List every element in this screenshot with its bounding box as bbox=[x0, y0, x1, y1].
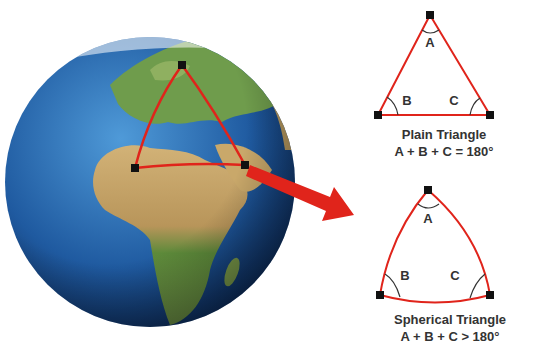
triangle-outline bbox=[378, 15, 490, 115]
angle-sum: A + B + C > 180° bbox=[400, 329, 499, 344]
angle-label: B bbox=[402, 93, 411, 108]
angle-label: C bbox=[450, 268, 459, 283]
spherical-triangle bbox=[376, 186, 494, 303]
vertex-marker bbox=[241, 161, 249, 169]
vertex-marker bbox=[486, 291, 494, 299]
angle-arc bbox=[470, 274, 485, 298]
spherical-triangle-on-globe bbox=[135, 65, 245, 168]
angle-arc bbox=[385, 274, 400, 297]
globe-triangle bbox=[131, 61, 249, 172]
angle-arc bbox=[470, 98, 480, 115]
plane-triangle bbox=[374, 11, 494, 119]
vertex-marker bbox=[426, 11, 434, 19]
globe bbox=[5, 34, 300, 327]
angle-arc bbox=[387, 97, 398, 115]
ocean bbox=[5, 37, 295, 327]
vertex-marker bbox=[131, 164, 139, 172]
vertex-marker bbox=[178, 61, 186, 69]
angle-label: A bbox=[425, 35, 434, 50]
angle-arc bbox=[418, 204, 439, 208]
angle-arc bbox=[422, 30, 439, 33]
triangle-outline bbox=[380, 190, 490, 303]
angle-sum: A + B + C = 180° bbox=[394, 144, 493, 159]
vertex-marker bbox=[374, 111, 382, 119]
vertex-marker bbox=[424, 186, 432, 194]
triangle-caption: Plain Triangle bbox=[402, 127, 487, 142]
triangle-caption: Spherical Triangle bbox=[394, 312, 506, 327]
angle-label: C bbox=[449, 93, 458, 108]
vertex-marker bbox=[486, 111, 494, 119]
vertex-marker bbox=[376, 291, 384, 299]
angle-label: A bbox=[423, 211, 432, 226]
globe-shading bbox=[5, 37, 295, 327]
angle-label: B bbox=[400, 268, 409, 283]
pointer-arrow bbox=[246, 165, 354, 221]
